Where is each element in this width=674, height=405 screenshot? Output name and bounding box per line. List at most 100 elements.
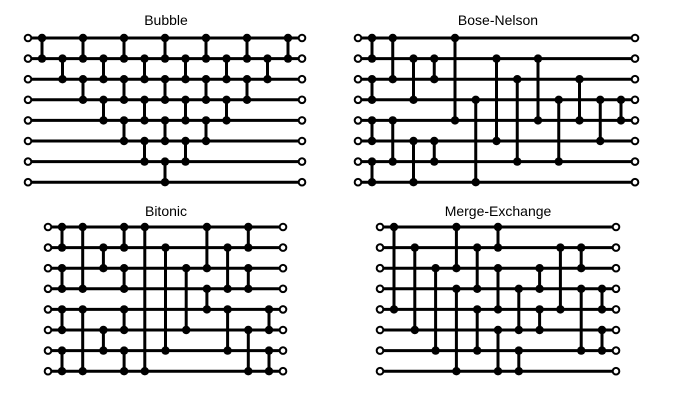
comparator-dot [263,75,272,84]
comparator-dot [181,116,190,125]
comparator-dot [119,116,129,125]
comparator-dot [119,136,129,146]
comparator-dot [264,346,274,355]
comparator-dot [119,264,129,273]
comparator-dot [140,136,149,146]
comparator-dot [160,116,170,125]
comparator-dot [140,116,149,125]
comparator-dot [181,75,190,84]
comparator-dot [57,222,67,232]
comparator-dot [244,325,253,335]
comparator-dot [78,284,87,293]
bitonic-title: Bitonic [145,203,187,219]
comparator-dot [160,95,170,105]
comparator-dot [182,325,191,335]
comparator-dot [140,157,149,166]
comparator-dot [99,346,108,355]
comparator-dot [78,367,87,376]
comparator-dot [409,95,418,105]
wire-output-terminal [297,157,307,166]
wire-input-terminal [353,54,363,63]
comparator-dot [493,264,503,273]
comparator-dot [264,367,274,376]
comparator-dot [140,75,149,84]
comparator-dot [554,95,563,105]
comparator-dot [514,346,523,355]
comparator-dot [535,264,544,273]
wire-output-terminal [611,243,621,252]
comparator-dot [431,346,440,355]
wire-input-terminal [43,366,53,376]
wire-output-terminal [278,243,288,252]
wire-output-terminal [630,95,640,105]
comparator-dot [202,284,212,293]
comparator-dot [616,95,626,105]
comparator-dot [99,95,108,105]
wire-input-terminal [353,177,363,187]
wire-output-terminal [297,116,307,125]
wire-input-terminal [353,74,363,84]
comparator-dot [452,264,461,273]
comparator-dot [513,157,522,166]
wire-output-terminal [278,222,288,232]
comparator-dot [119,222,129,232]
comparator-dot [473,243,482,252]
comparator-dot [161,243,170,252]
comparator-dot [283,33,293,43]
comparator-dot [119,95,129,105]
wire-input-terminal [43,222,53,232]
comparator-dot [140,95,149,105]
merge-exchange-network: Merge-Exchange [375,203,621,376]
comparator-dot [58,54,67,63]
comparator-dot [202,305,212,314]
comparator-dot [410,243,419,252]
comparator-dot [78,33,88,43]
comparator-dot [452,222,461,232]
wire-input-terminal [375,346,385,355]
comparator-dot [471,178,480,187]
comparator-dot [119,75,129,84]
comparator-dot [493,325,503,335]
comparator-dot [514,284,523,293]
comparator-dot [223,346,232,355]
comparator-dot [201,75,211,84]
comparator-dot [201,116,211,125]
comparator-dot [452,367,461,376]
comparator-dot [119,325,129,335]
wire-output-terminal [611,222,621,232]
comparator-dot [430,54,439,63]
comparator-dot [596,136,605,146]
wire-input-terminal [23,116,33,125]
comparator-dot [202,222,212,232]
comparator-dot [554,157,563,166]
wire-input-terminal [353,116,363,125]
comparator-dot [493,243,503,252]
comparator-dot [409,136,418,146]
comparator-dot [471,95,480,105]
wire-output-terminal [630,177,640,187]
wire-input-terminal [43,243,53,252]
comparator-dot [244,264,253,273]
wire-input-terminal [353,95,363,105]
comparator-dot [533,54,543,63]
comparator-dot [410,325,419,335]
wire-output-terminal [278,305,288,314]
comparator-dot [367,157,377,166]
comparator-dot [556,305,565,314]
wire-input-terminal [43,263,53,273]
comparator-dot [493,305,503,314]
comparator-dot [181,54,190,63]
comparator-dot [535,305,544,314]
comparator-dot [388,75,397,84]
wire-output-terminal [611,325,621,335]
comparator-dot [244,243,253,252]
comparator-dot [37,33,47,43]
wire-input-terminal [375,243,385,252]
comparator-dot [78,95,88,105]
comparator-dot [160,178,170,187]
comparator-dot [263,54,272,63]
comparator-dot [201,54,211,63]
wire-input-terminal [375,305,385,314]
bose-nelson-network: Bose-Nelson [353,12,640,187]
comparator-dot [597,305,607,314]
